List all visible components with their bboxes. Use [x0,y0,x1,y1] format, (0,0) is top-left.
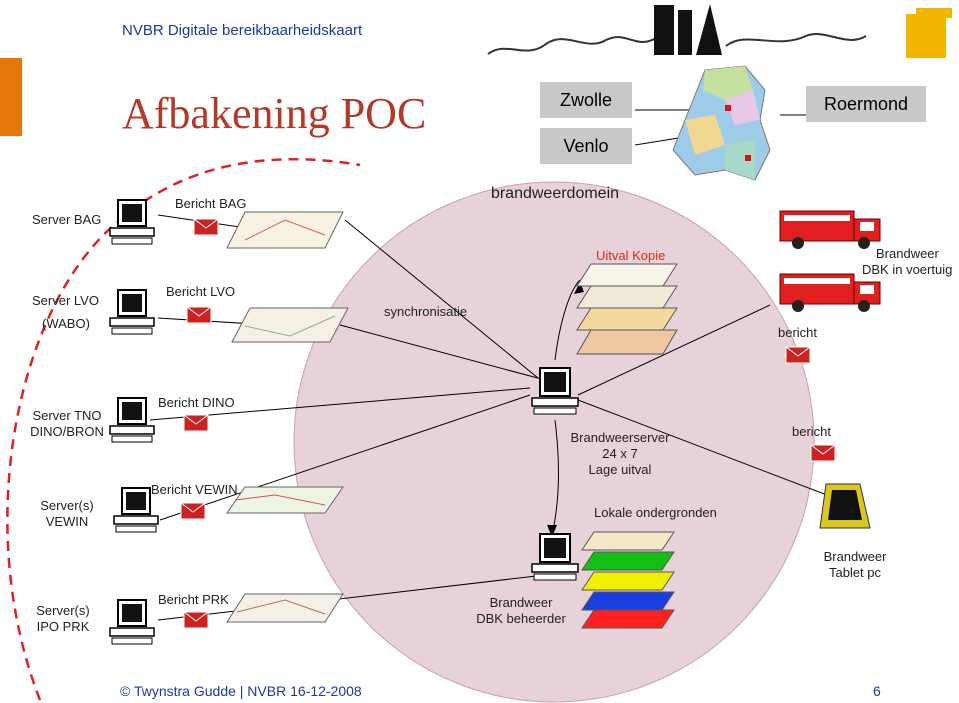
page-number: 6 [873,683,881,699]
envelope-icon [193,218,219,236]
tablet-label-2: Tablet pc [828,565,882,580]
tablet-icon [819,483,871,529]
bericht-tablet-label: bericht [792,424,832,439]
computer-icon [109,397,155,443]
computer-icon [531,367,579,415]
colored-layers [581,531,675,629]
layer-map [581,531,675,551]
netherlands-map-icon [672,65,771,181]
server-prk-label: Server(s) [36,603,90,618]
dbk-beheerder-label: Brandweer [489,595,553,610]
layer-green [581,551,675,571]
bericht-lvo-label: Bericht LVO [166,284,236,299]
server-vewin-label: Server(s) [40,498,94,513]
computer-icon [109,199,155,245]
brandweerserver-label: Brandweerserver [570,430,670,445]
city-zwolle: Zwolle [540,82,632,118]
fire-truck-icon [779,273,881,312]
fire-truck-icon [779,210,881,249]
page-title: Afbakening POC [122,89,427,138]
envelope-icon [186,306,212,324]
brandweerserver-label-2: 24 x 7 [602,446,638,461]
map-stack [576,263,678,355]
synchronisatie-label: synchronisatie [384,304,468,319]
brandweerserver-label-3: Lage uitval [588,462,652,477]
computer-icon [109,599,155,645]
map-layer-icon [226,593,344,623]
lokale-ondergronden-label: Lokale ondergronden [594,505,717,520]
bericht-dino-label: Bericht DINO [158,395,235,410]
domain-label: brandweerdomein [490,185,620,202]
bericht-prk-label: Bericht PRK [158,592,229,607]
envelope-icon [810,444,836,462]
wabo-label: (WABO) [42,316,90,331]
computer-icon [531,533,579,581]
computer-icon [109,289,155,335]
map-layer-icon [231,307,349,343]
city-venlo: Venlo [540,128,632,164]
layer-red [581,609,675,629]
layer-blue [581,591,675,611]
server-bag-label: Server BAG [32,212,102,227]
envelope-icon [180,502,206,520]
layer-yellow [581,571,675,591]
server-vewin-label-2: VEWIN [45,514,89,529]
server-tno-label-2: DINO/BRON [30,424,104,439]
header-title: NVBR Digitale bereikbaarheidskaart [122,22,363,39]
bericht-truck-label: bericht [778,325,818,340]
envelope-icon [785,346,811,364]
dashed-boundary [6,158,361,701]
server-prk-label-2: IPO PRK [36,619,90,634]
brandweerdomein-circle [293,181,815,703]
server-tno-label: Server TNO [32,408,102,423]
dbk-voertuig-label-2: DBK in voertuig [862,262,953,277]
accent-bar [0,58,22,136]
dbk-beheerder-label-2: DBK beheerder [476,611,566,626]
bericht-vewin-label: Bericht VEWIN [151,482,238,497]
uitval-kopie-label: Uitval Kopie [596,248,666,263]
footer-text: © Twynstra Gudde | NVBR 16-12-2008 [120,683,362,699]
computer-icon [113,487,159,533]
map-layer-icon [226,486,344,514]
tablet-label: Brandweer [823,549,887,564]
city-roermond: Roermond [806,86,926,122]
envelope-icon [183,611,209,629]
logo-banner [487,4,952,58]
envelope-icon [183,414,209,432]
server-lvo-label: Server LVO [32,293,99,308]
map-layer-icon [226,211,344,249]
bericht-bag-label: Bericht BAG [175,196,247,211]
dbk-voertuig-label: Brandweer [876,246,939,261]
